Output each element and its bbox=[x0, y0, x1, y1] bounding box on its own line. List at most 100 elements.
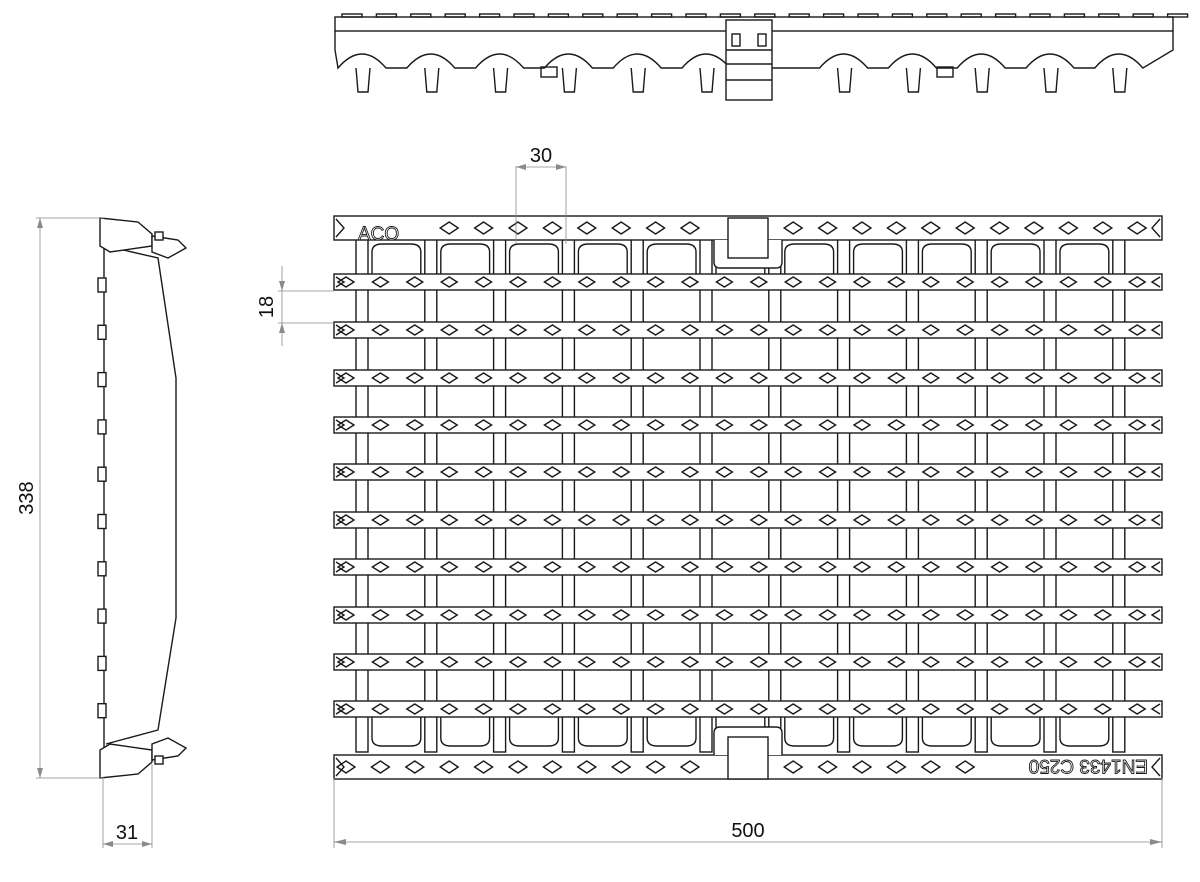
grate-diamond bbox=[405, 609, 425, 621]
grate-diamond bbox=[577, 609, 597, 621]
grate-slots bbox=[713, 217, 783, 780]
grate-diamond bbox=[577, 372, 597, 384]
grate-diamond bbox=[852, 514, 872, 526]
grate-diamond bbox=[507, 221, 529, 235]
side-view-body-profile bbox=[105, 245, 177, 745]
grate-diamond bbox=[474, 276, 493, 288]
grate-end-arrow bbox=[335, 372, 346, 384]
grate-diamond bbox=[818, 561, 837, 573]
grate-diamond bbox=[715, 561, 734, 573]
grate-cell-arch bbox=[508, 243, 560, 276]
side-view-tooth bbox=[97, 561, 107, 577]
grate-diamond bbox=[1093, 656, 1113, 668]
side-view-tooth bbox=[97, 466, 107, 482]
grate-end-arrow bbox=[1150, 466, 1161, 478]
grate-diamond bbox=[611, 609, 631, 621]
top-view-tab-left bbox=[540, 66, 558, 78]
grate-cross-bar bbox=[333, 558, 1163, 576]
grate-diamond bbox=[336, 276, 356, 288]
dimensions: 30 18 338 31 500 bbox=[16, 145, 1163, 848]
grate-end-arrow bbox=[335, 419, 346, 431]
grate-diamond bbox=[336, 656, 356, 668]
grate-diamond bbox=[371, 561, 390, 573]
grate-cross-bar bbox=[333, 321, 1163, 339]
top-view-foot bbox=[699, 67, 715, 93]
grate-diamond bbox=[610, 760, 632, 774]
side-view-bottom-clamp bbox=[99, 743, 153, 779]
side-view bbox=[97, 217, 188, 779]
grate-diamond bbox=[852, 276, 872, 288]
grate-rib bbox=[630, 237, 644, 753]
grate-cross-bar bbox=[333, 606, 1163, 624]
grate-diamond bbox=[818, 372, 837, 384]
grate-cross-bar bbox=[333, 653, 1163, 671]
grate-diamond bbox=[543, 324, 562, 336]
top-view-foot bbox=[630, 67, 646, 93]
grate-diamond bbox=[749, 514, 769, 526]
grate-diamond bbox=[1059, 419, 1078, 431]
top-view-foot bbox=[974, 67, 990, 93]
grate-diamond bbox=[405, 561, 425, 573]
grate-diamond bbox=[921, 609, 941, 621]
top-view-tooth bbox=[444, 13, 466, 18]
grate-diamond bbox=[679, 760, 701, 774]
grate-diamond bbox=[749, 419, 769, 431]
grate-diamond bbox=[1024, 276, 1044, 288]
grate-diamond bbox=[1059, 656, 1078, 668]
standard-marking: EN1433 C250 bbox=[1029, 755, 1148, 776]
grate-diamond bbox=[1127, 324, 1147, 336]
grate-diamond bbox=[474, 514, 493, 526]
top-view-tooth bbox=[1098, 13, 1120, 18]
grate-diamond bbox=[851, 760, 873, 774]
grate-diamond bbox=[749, 324, 769, 336]
grate-diamond bbox=[405, 656, 425, 668]
grate-diamond bbox=[576, 221, 598, 235]
grate-diamond bbox=[646, 466, 665, 478]
top-view-foot bbox=[561, 67, 578, 93]
grate-diamond bbox=[474, 372, 493, 384]
grate-diamond bbox=[645, 760, 666, 774]
grate-diamond bbox=[439, 561, 459, 573]
grate-diamond bbox=[508, 514, 528, 526]
side-view-tooth bbox=[97, 371, 107, 388]
top-view-tooth bbox=[616, 13, 638, 18]
grate-diamond bbox=[818, 703, 837, 715]
grate-end-arrow bbox=[1151, 757, 1161, 777]
grate-rib bbox=[355, 237, 369, 753]
grate-diamond bbox=[782, 221, 804, 235]
grate-diamond bbox=[955, 419, 975, 431]
grate-diamond bbox=[577, 561, 597, 573]
grate-diamond bbox=[1059, 609, 1078, 621]
grate-diamond bbox=[921, 466, 941, 478]
dimension-length: 500 bbox=[731, 820, 764, 842]
grate-diamond bbox=[646, 514, 665, 526]
grate-diamond bbox=[371, 276, 390, 288]
side-view-top-latch bbox=[151, 235, 188, 259]
grate-cell-arch bbox=[440, 243, 491, 276]
grate-diamond bbox=[783, 514, 803, 526]
grate-diamond bbox=[955, 609, 975, 621]
grate-diamond bbox=[1093, 466, 1113, 478]
top-view-tooth bbox=[1029, 13, 1051, 18]
grate-diamond bbox=[405, 276, 425, 288]
grate-diamond bbox=[818, 419, 837, 431]
grate-diamond bbox=[542, 760, 563, 774]
grate-cell-arch bbox=[784, 712, 835, 747]
grate-diamond bbox=[783, 703, 803, 715]
grate-diamond bbox=[336, 609, 356, 621]
grate-cell-arch bbox=[990, 712, 1041, 747]
grate-diamond bbox=[715, 276, 734, 288]
grate-diamond bbox=[371, 609, 390, 621]
grate-center-slot-bottom bbox=[727, 736, 769, 780]
grate-diamond bbox=[817, 760, 838, 774]
grate-diamond bbox=[989, 221, 1010, 235]
grate-diamond bbox=[439, 276, 459, 288]
grate-diamond bbox=[577, 419, 597, 431]
grate-end-arrow bbox=[335, 218, 345, 238]
grate-diamond bbox=[851, 221, 873, 235]
grate-diamond bbox=[715, 324, 734, 336]
grate-diamond bbox=[474, 609, 493, 621]
grate-end-arrow bbox=[1150, 609, 1161, 621]
grate-cross-bar bbox=[333, 416, 1163, 434]
grate-diamond bbox=[1024, 372, 1044, 384]
